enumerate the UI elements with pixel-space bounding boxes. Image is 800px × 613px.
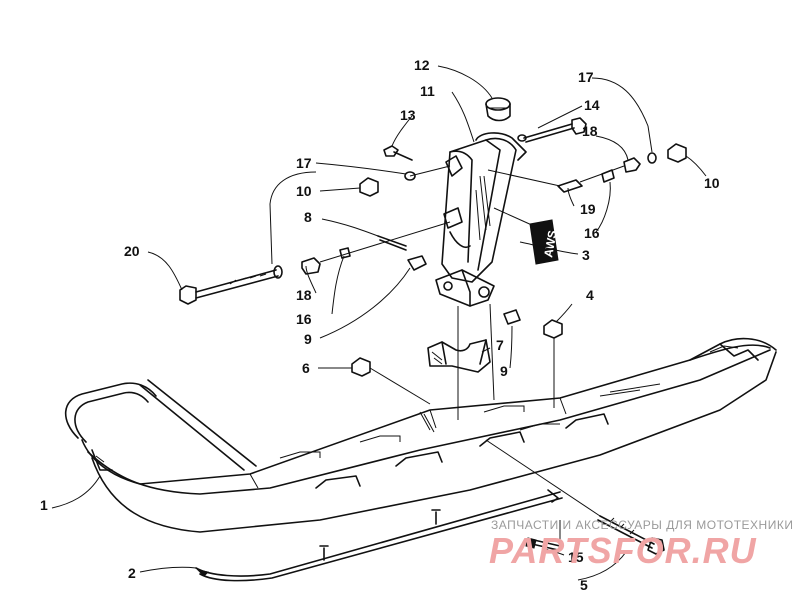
callout-9-right: 9 bbox=[500, 363, 508, 379]
ski-body bbox=[64, 337, 777, 533]
callout-4: 4 bbox=[586, 287, 594, 303]
spindle-housing bbox=[435, 132, 527, 307]
callout-1: 1 bbox=[40, 497, 48, 513]
callout-12: 12 bbox=[414, 57, 430, 73]
wear-bar bbox=[195, 489, 563, 582]
callout-10-left: 10 bbox=[296, 183, 312, 199]
callout-14: 14 bbox=[584, 97, 600, 113]
callout-18-left: 18 bbox=[296, 287, 312, 303]
callout-13: 13 bbox=[400, 107, 416, 123]
callout-17-left: 17 bbox=[296, 155, 312, 171]
callout-5: 5 bbox=[580, 577, 588, 593]
callout-16-left: 16 bbox=[296, 311, 312, 327]
callout-3: 3 bbox=[582, 247, 590, 263]
assembly-lines bbox=[319, 165, 625, 548]
callout-18-right: 18 bbox=[582, 123, 598, 139]
hardware-small bbox=[273, 117, 687, 555]
cap bbox=[485, 97, 511, 122]
callout-16-right: 16 bbox=[584, 225, 600, 241]
leader-lines bbox=[51, 65, 707, 581]
callout-20: 20 bbox=[124, 243, 140, 259]
callout-labels: 1 2 3 4 5 6 7 8 9 9 10 10 11 12 13 14 15… bbox=[40, 57, 720, 593]
callout-8: 8 bbox=[304, 209, 312, 225]
long-bolt bbox=[179, 269, 279, 305]
callout-2: 2 bbox=[128, 565, 136, 581]
callout-17-right: 17 bbox=[578, 69, 594, 85]
watermark-logo: PARTSFOR.RU bbox=[489, 530, 757, 571]
saddle-spacer bbox=[427, 339, 491, 373]
callout-7: 7 bbox=[496, 337, 504, 353]
callout-15: 15 bbox=[568, 549, 584, 565]
callout-10-right: 10 bbox=[704, 175, 720, 191]
callout-9-left: 9 bbox=[304, 331, 312, 347]
aws-decal-text: AWS bbox=[541, 229, 560, 258]
watermark-tagline: ЗАПЧАСТИ И АКСЕССУАРЫ ДЛЯ МОТОТЕХНИКИ bbox=[491, 518, 794, 532]
callout-6: 6 bbox=[302, 360, 310, 376]
aws-decal: AWS bbox=[529, 219, 560, 265]
callout-19: 19 bbox=[580, 201, 596, 217]
callout-11: 11 bbox=[420, 83, 435, 99]
